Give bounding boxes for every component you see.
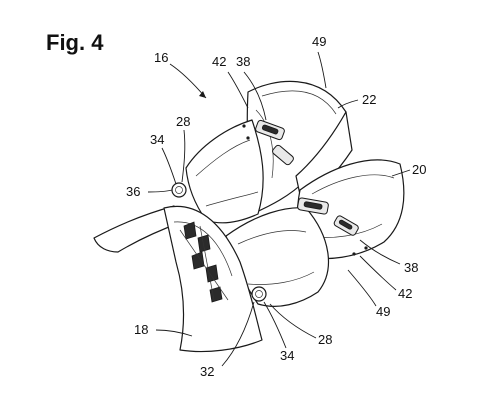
seat-shell-left	[185, 119, 264, 224]
ref-28-lower: 28	[318, 332, 332, 347]
ref-22: 22	[362, 92, 376, 107]
ref-36: 36	[126, 184, 140, 199]
handle-lower	[297, 197, 359, 236]
pivot-pin-upper	[171, 182, 187, 198]
ref-42-upper: 42	[212, 54, 226, 69]
figure-title: Fig. 4	[46, 30, 104, 55]
ref-49-upper: 49	[312, 34, 326, 49]
ref-34-upper: 34	[150, 132, 164, 147]
ref-42-lower: 42	[398, 286, 412, 301]
front-support	[93, 205, 263, 353]
pivot-pin-lower	[251, 286, 267, 302]
fastener-dots	[242, 124, 368, 256]
ref-49-lower: 49	[376, 304, 390, 319]
handle-upper	[255, 119, 294, 166]
ref-32: 32	[200, 364, 214, 379]
ref-38-upper: 38	[236, 54, 250, 69]
ref-16: 16	[154, 50, 168, 65]
ref-20: 20	[412, 162, 426, 177]
ref-28-upper: 28	[176, 114, 190, 129]
ref-38-lower: 38	[404, 260, 418, 275]
leader-lines	[147, 51, 411, 367]
ref-18: 18	[134, 322, 148, 337]
ref-34-lower: 34	[280, 348, 294, 363]
